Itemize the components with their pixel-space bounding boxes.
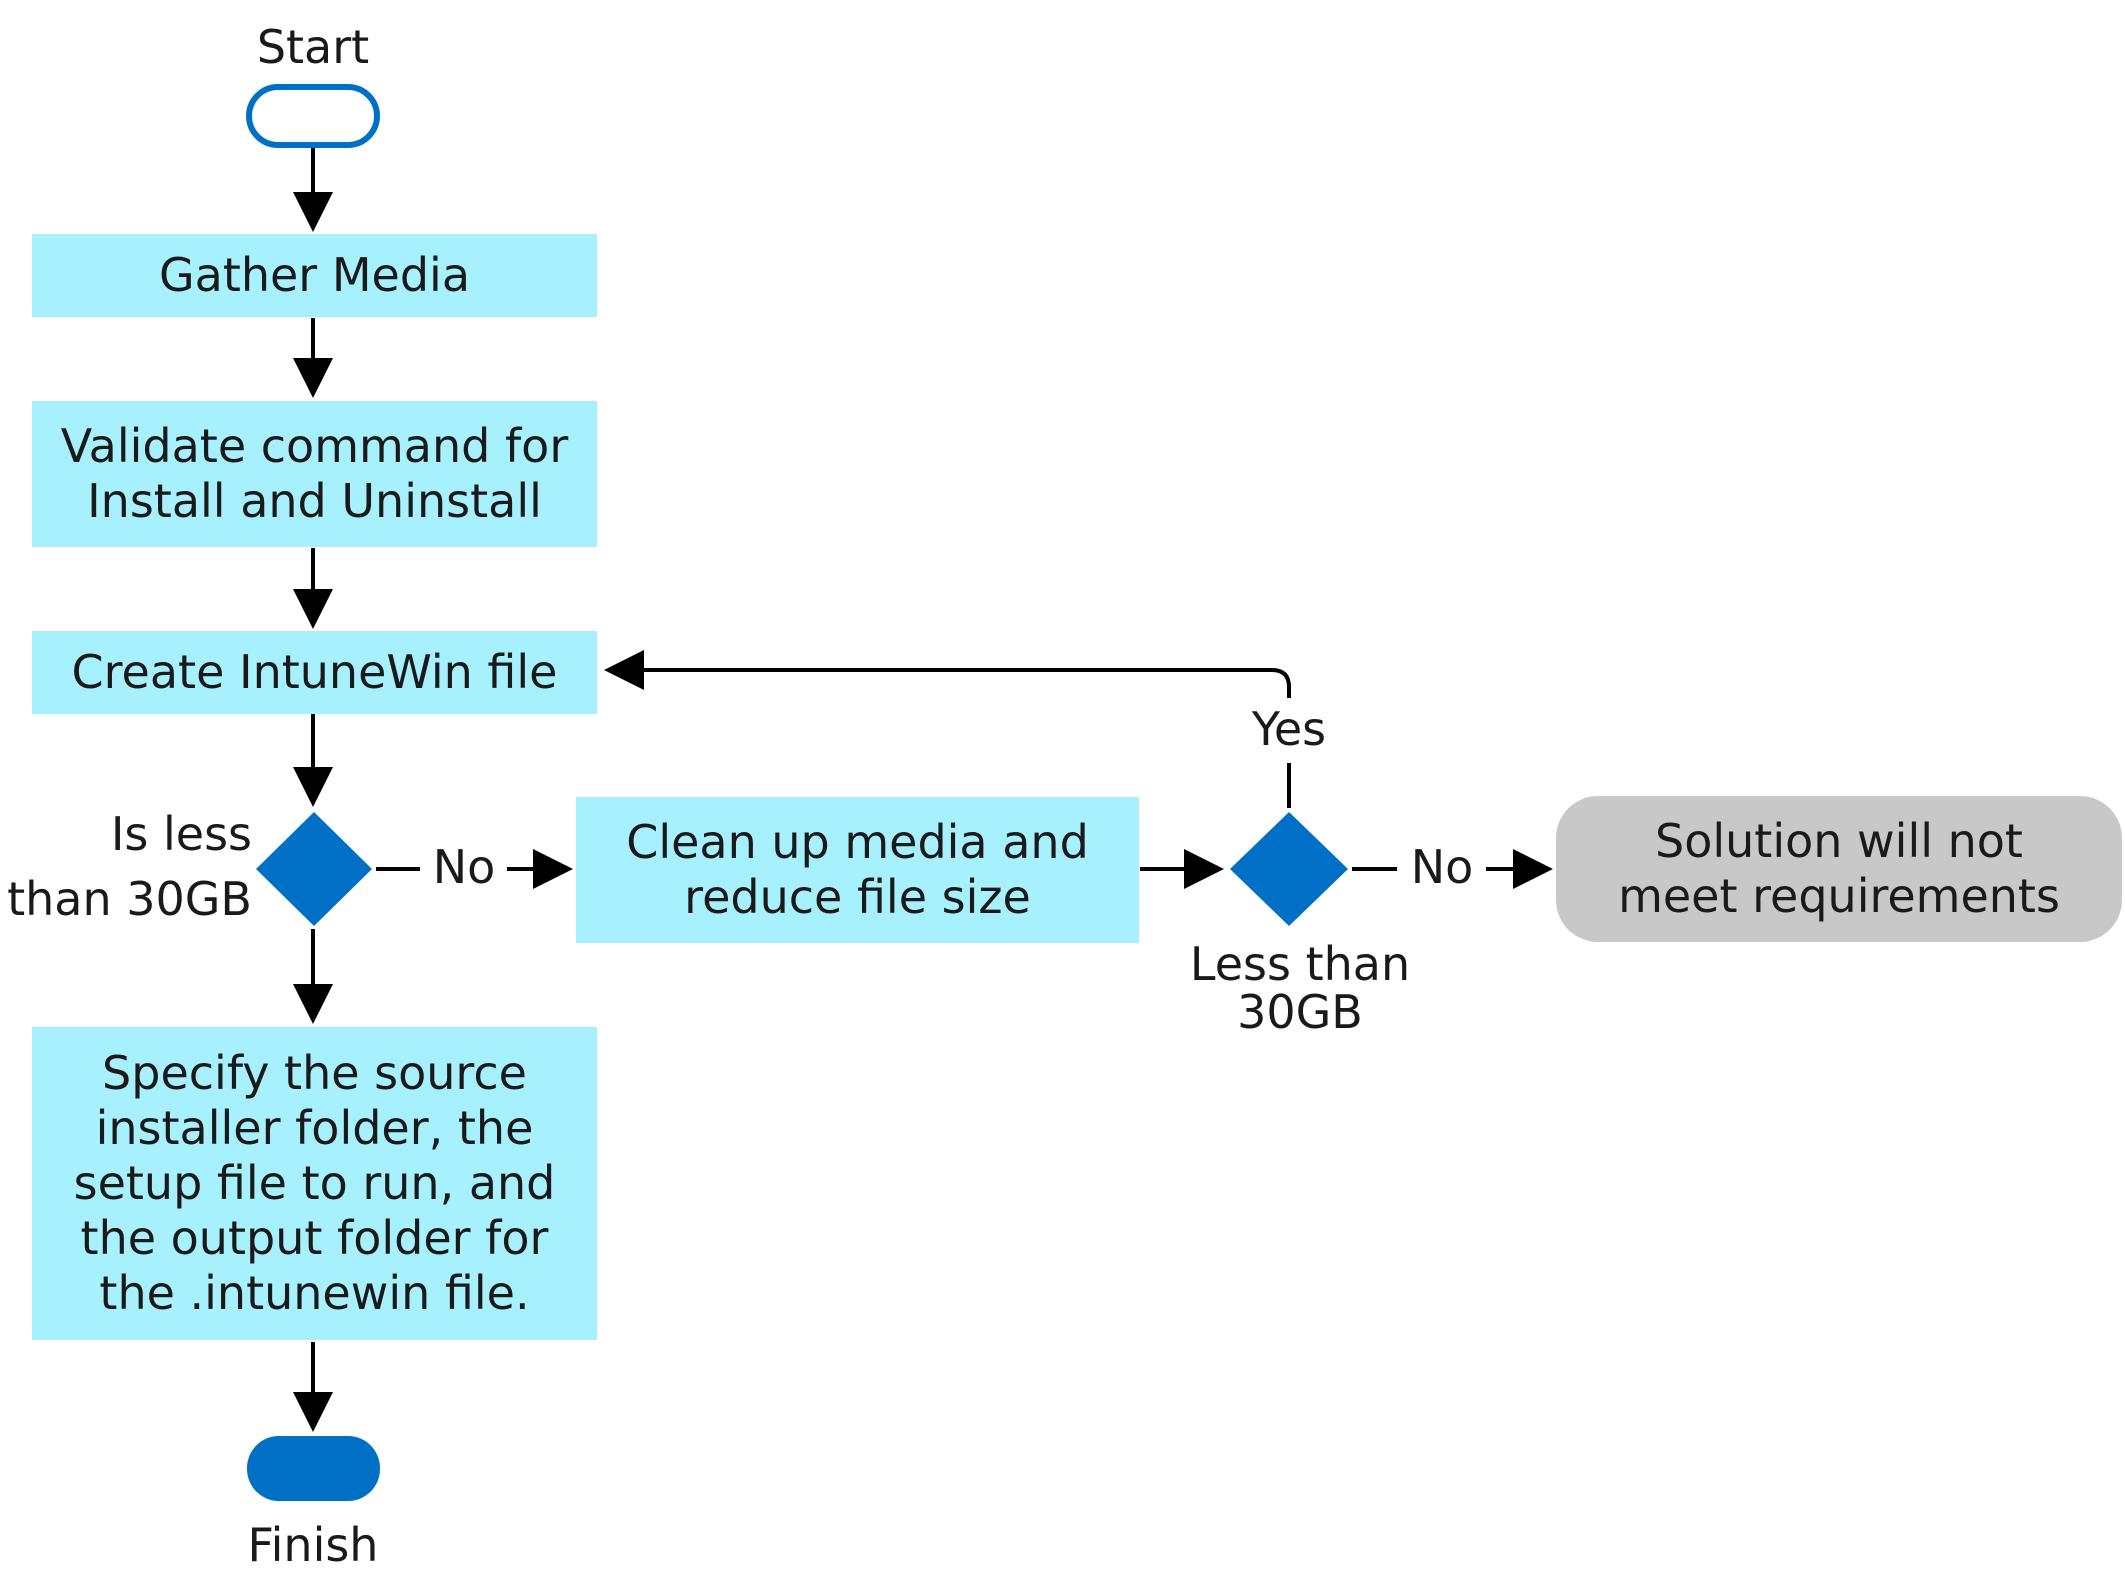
create-intunewin-text: Create IntuneWin file	[71, 644, 558, 699]
edge-no-label-2: No	[1410, 840, 1474, 894]
decision-diamond-size-check	[256, 812, 372, 926]
finish-terminal	[247, 1436, 380, 1501]
clean-up-media-text: Clean up media and reduce file size	[626, 814, 1089, 924]
solution-fail-text: Solution will not meet requirements	[1618, 813, 2060, 923]
gather-media-box: Gather Media	[32, 234, 597, 317]
create-intunewin-box: Create IntuneWin file	[32, 631, 597, 714]
specify-source-text: Specify the source installer folder, the…	[73, 1045, 556, 1321]
start-terminal	[246, 84, 380, 148]
decision-diamond-size-recheck	[1230, 812, 1348, 926]
solution-fail-terminal: Solution will not meet requirements	[1556, 796, 2122, 942]
specify-source-box: Specify the source installer folder, the…	[32, 1027, 597, 1340]
start-label: Start	[256, 20, 370, 74]
validate-command-box: Validate command for Install and Uninsta…	[32, 401, 597, 547]
finish-label: Finish	[247, 1518, 379, 1572]
edge-yes-label: Yes	[1251, 702, 1327, 756]
edge-decision2-yes-upper	[604, 650, 1291, 698]
decision1-label: Is less than 30GB	[7, 807, 252, 927]
validate-command-text: Validate command for Install and Uninsta…	[60, 418, 569, 528]
clean-up-media-box: Clean up media and reduce file size	[576, 797, 1139, 943]
decision2-label: Less than 30GB	[1189, 937, 1411, 1040]
edge-no-label-1: No	[432, 840, 496, 894]
gather-media-text: Gather Media	[158, 247, 471, 302]
